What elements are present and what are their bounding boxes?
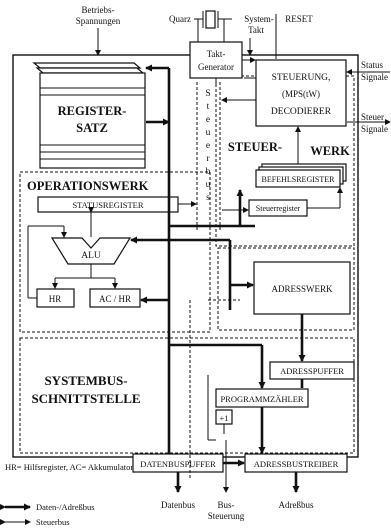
reset-label: RESET: [285, 14, 313, 24]
taktgenerator-label-2: Generator: [198, 62, 234, 72]
steuerbus-label: S t e u e r b u s: [205, 89, 210, 203]
svg-text:u: u: [206, 128, 211, 138]
ac-hr-label: AC / HR: [99, 294, 131, 304]
operationswerk-title: OPERATIONSWERK: [27, 179, 149, 193]
adresspuffer-label: ADRESSPUFFER: [280, 366, 344, 376]
svg-text:u: u: [206, 180, 211, 190]
programmzaehler-label: PROGRAMMZÄHLER: [220, 394, 303, 404]
quartz-crystal-icon: [194, 10, 232, 42]
steuer-label-2: Signale: [361, 124, 388, 134]
registersatz-title-2: SATZ: [76, 121, 108, 135]
steuerung-label-3: DECODIERER: [271, 107, 332, 117]
quarz-label: Quarz: [169, 14, 191, 24]
steuer-label-1: Steuer: [361, 112, 384, 122]
legend-steuerbus: Steuerbus: [36, 517, 70, 527]
svg-text:t: t: [207, 102, 210, 112]
bussteuerung-label-2: Steuerung: [208, 511, 245, 521]
statusregister-label: STATUSREGISTER: [72, 200, 143, 210]
adressbustreiber-label: ADRESSBUSTREIBER: [254, 459, 339, 469]
systembus-title-2: SCHNITTSTELLE: [31, 391, 140, 406]
datenbus-label: Datenbus: [161, 500, 195, 510]
alu-shape: [50, 237, 132, 265]
registersatz-title-1: REGISTER-: [58, 104, 127, 118]
increment-label: +1: [219, 413, 228, 423]
svg-text:b: b: [206, 167, 211, 177]
alu-label: ALU: [81, 251, 101, 261]
steuerregister-label: Steuerregister: [256, 204, 301, 213]
steuerung-box: [255, 59, 347, 127]
status-label-1: Status: [361, 60, 384, 70]
steuerwerk-title-a: STEUER-: [228, 140, 282, 154]
registersatz-block: REGISTER- SATZ: [32, 62, 146, 169]
steuerung-label-1: STEUERUNG,: [272, 73, 331, 83]
steuerwerk-title-b: WERK: [310, 144, 350, 158]
system-label: System-: [244, 14, 274, 24]
hr-label: HR: [49, 294, 62, 304]
legend-daten-adressbus: Daten-/Adreßbus: [36, 502, 95, 512]
takt-label: Takt: [248, 25, 264, 35]
status-label-2: Signale: [361, 72, 388, 82]
svg-text:s: s: [206, 193, 210, 203]
datenbuspuffer-label: DATENBUSPUFFER: [140, 459, 216, 469]
svg-text:e: e: [206, 141, 210, 151]
systembus-title-1: SYSTEMBUS-: [44, 373, 127, 388]
legend-abbreviations: HR= Hilfsregister, AC= Akkumulator: [5, 462, 133, 472]
taktgenerator-box: [189, 41, 243, 79]
svg-text:e: e: [206, 115, 210, 125]
bussteuerung-label-1: Bus-: [217, 500, 234, 510]
befehlsregister-box: [255, 169, 341, 188]
adresswerk-label: ADRESSWERK: [271, 284, 333, 294]
svg-text:r: r: [206, 154, 210, 164]
befehlsregister-label: BEFEHLSREGISTER: [262, 175, 336, 184]
spannungen-label: Spannungen: [76, 16, 121, 26]
adressbus-label: Adreßbus: [279, 500, 314, 510]
taktgenerator-label-1: Takt-: [207, 49, 226, 59]
svg-text:S: S: [205, 89, 210, 99]
steuerung-label-2: (MPS(tW): [282, 89, 320, 99]
betriebs-label: Betriebs-: [82, 5, 115, 15]
adresspuffer-box: [269, 361, 355, 380]
